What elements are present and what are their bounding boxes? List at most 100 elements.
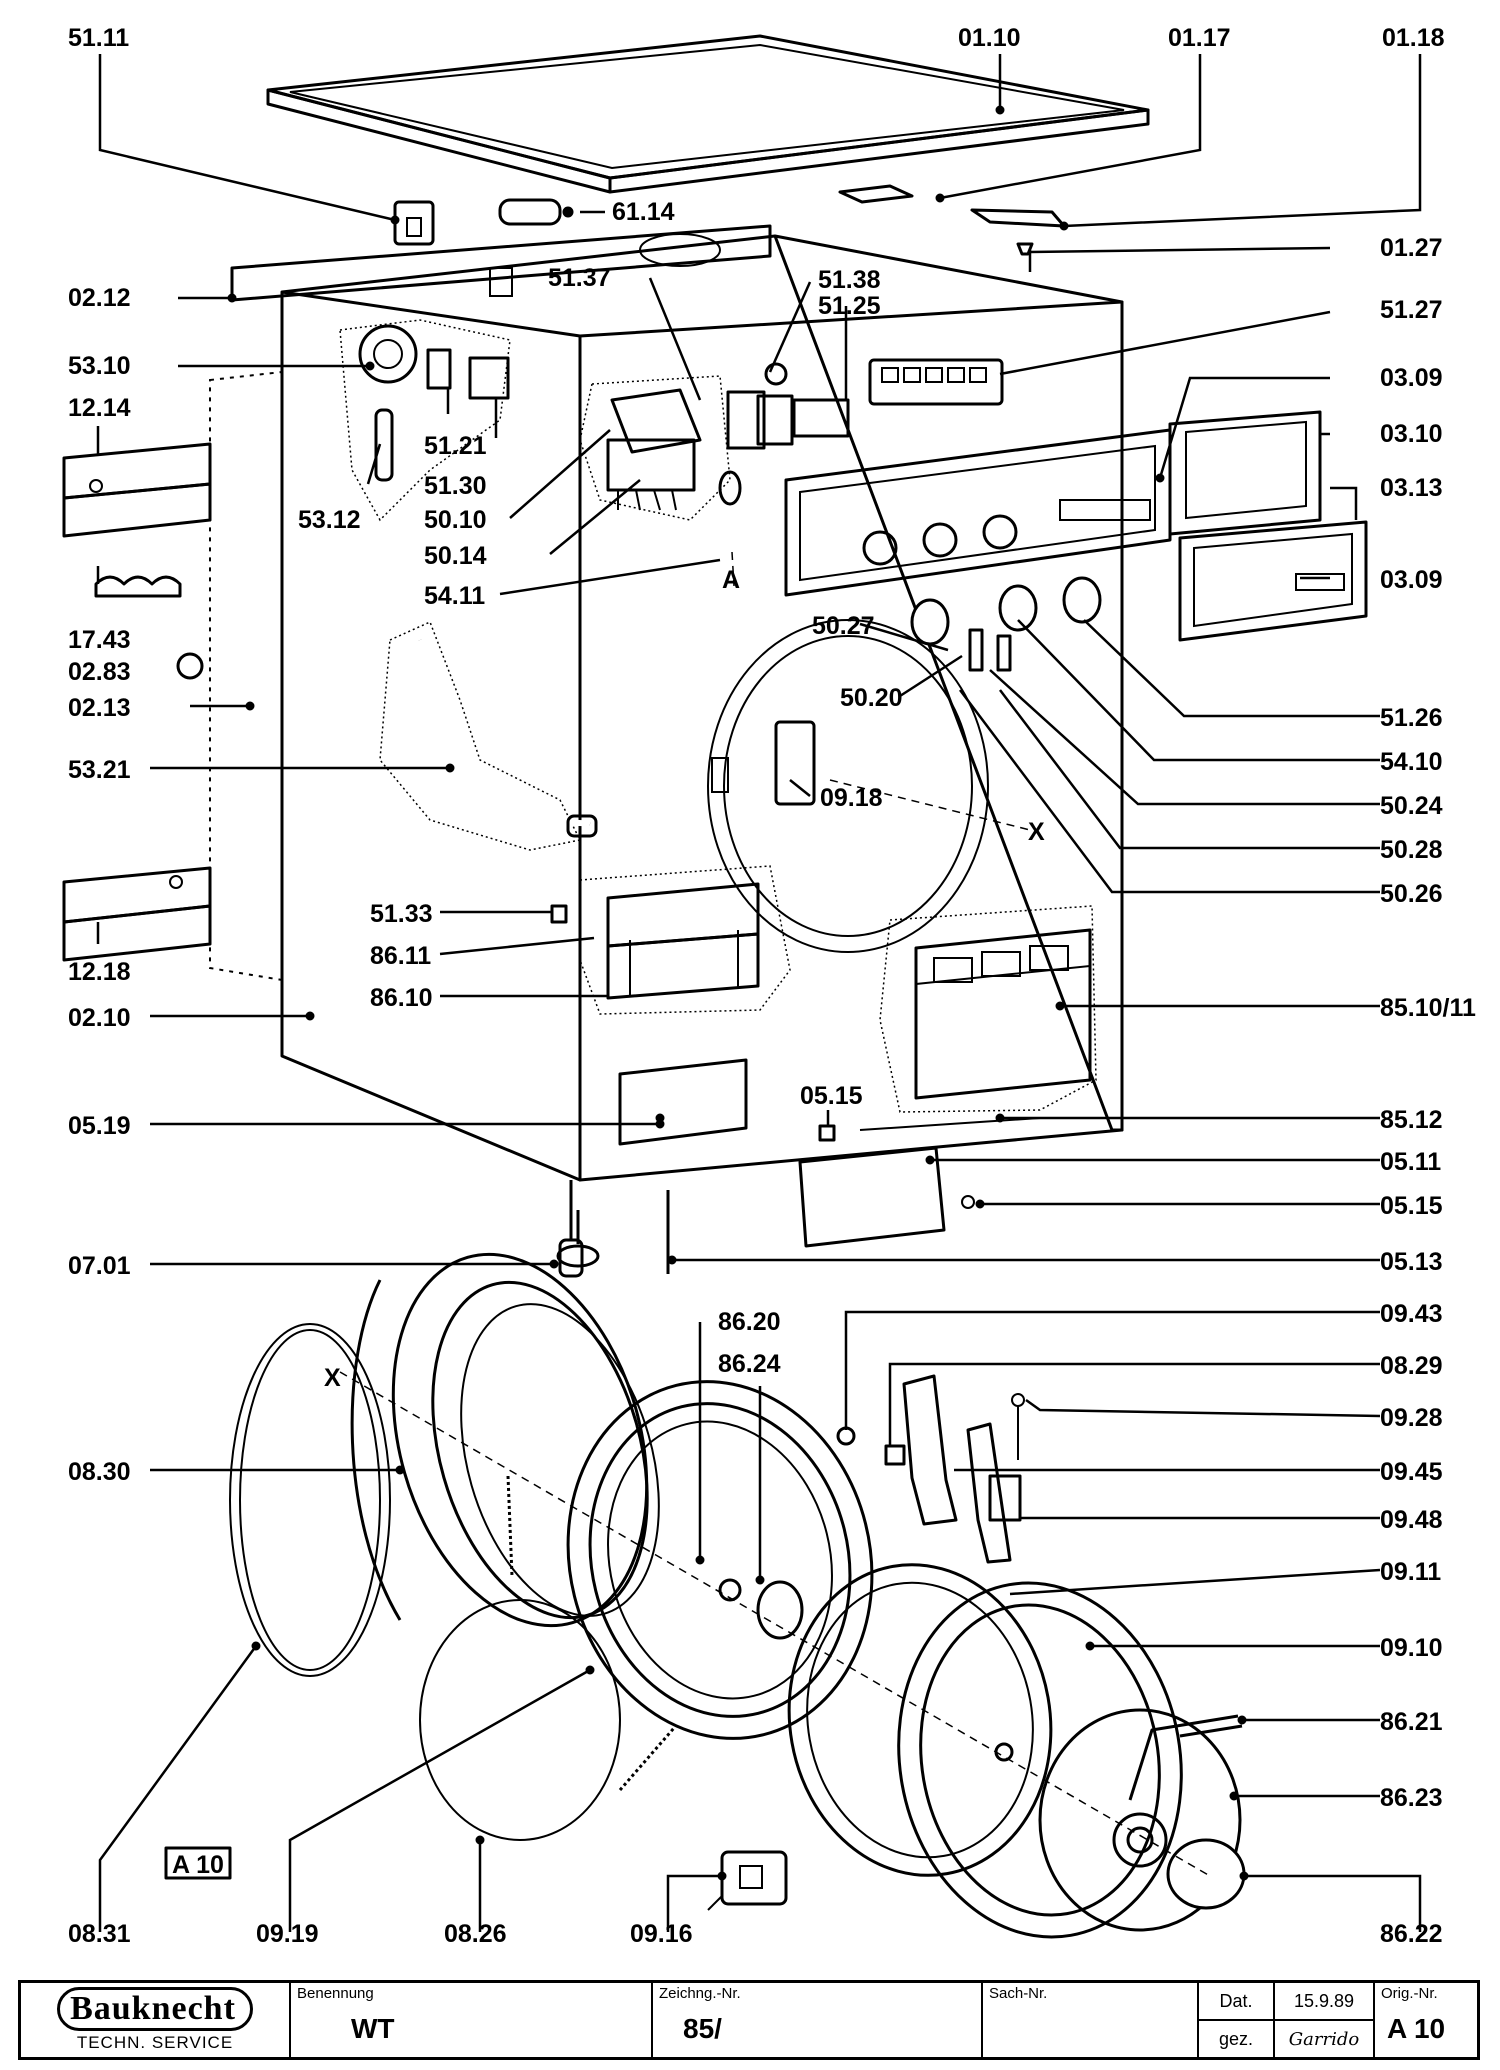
label-a10: A 10 xyxy=(172,1851,224,1879)
dat-value: 15.9.89 xyxy=(1275,1983,1373,2021)
label-50-26: 50.26 xyxy=(1380,880,1443,908)
label-86-20: 86.20 xyxy=(718,1308,781,1336)
zeichng-label: Zeichng.-Nr. xyxy=(659,1985,741,2002)
label-50-14: 50.14 xyxy=(424,542,487,570)
benennung-cell: Benennung WT xyxy=(291,1983,653,2057)
label-50-10: 50.10 xyxy=(424,506,487,534)
label-a: A xyxy=(722,566,740,594)
zeichng-value: 85/ xyxy=(683,2013,722,2044)
label-51-11: 51.11 xyxy=(68,24,129,52)
gez-value: Garrido xyxy=(1288,2028,1360,2050)
label-50-28: 50.28 xyxy=(1380,836,1443,864)
label-09-11: 09.11 xyxy=(1380,1558,1441,1586)
label-08-31: 08.31 xyxy=(68,1920,131,1948)
label-05-15-b: 05.15 xyxy=(1380,1192,1443,1220)
door-opening-drawing xyxy=(707,619,989,953)
label-05-13: 05.13 xyxy=(1380,1248,1443,1276)
label-02-12: 02.12 xyxy=(68,284,131,312)
label-07-01: 07.01 xyxy=(68,1252,131,1280)
label-05-11: 05.11 xyxy=(1380,1148,1441,1176)
label-01-18: 01.18 xyxy=(1382,24,1445,52)
label-17-43: 17.43 xyxy=(68,626,131,654)
pump-block-drawing xyxy=(879,905,1097,1113)
label-02-10: 02.10 xyxy=(68,1004,131,1032)
label-09-16: 09.16 xyxy=(630,1920,693,1948)
label-85-12: 85.12 xyxy=(1380,1106,1443,1134)
label-50-24: 50.24 xyxy=(1380,792,1443,820)
label-08-29: 08.29 xyxy=(1380,1352,1443,1380)
gez-label: gez. xyxy=(1218,2028,1254,2049)
label-51-33: 51.33 xyxy=(370,900,433,928)
label-86-24: 86.24 xyxy=(718,1350,781,1378)
label-03-10: 03.10 xyxy=(1380,420,1443,448)
label-54-10: 54.10 xyxy=(1380,748,1443,776)
label-51-26: 51.26 xyxy=(1380,704,1443,732)
label-51-25: 51.25 xyxy=(818,292,881,320)
cabinet-drawing xyxy=(209,224,1124,1182)
title-block: Bauknecht TECHN. SERVICE Benennung WT Ze… xyxy=(18,1980,1480,2060)
zeichng-cell: Zeichng.-Nr. 85/ xyxy=(653,1983,983,2057)
top-small-parts xyxy=(393,184,1066,256)
label-09-48: 09.48 xyxy=(1380,1506,1443,1534)
axis-lines xyxy=(339,551,1211,1877)
brand-subtitle: TECHN. SERVICE xyxy=(76,2033,234,2052)
label-09-43: 09.43 xyxy=(1380,1300,1443,1328)
dat-gez-labels: Dat. gez. xyxy=(1199,1983,1275,2057)
label-02-13: 02.13 xyxy=(68,694,131,722)
brand-logo: Bauknecht TECHN. SERVICE xyxy=(21,1983,291,2057)
label-01-17: 01.17 xyxy=(1168,24,1231,52)
label-86-21: 86.21 xyxy=(1380,1708,1443,1736)
label-53-21: 53.21 xyxy=(68,756,131,784)
label-08-26: 08.26 xyxy=(444,1920,507,1948)
label-86-10: 86.10 xyxy=(370,984,433,1012)
label-x-1: X xyxy=(1028,818,1045,846)
left-rails-drawing xyxy=(62,442,212,962)
drum-assembly-drawing xyxy=(229,1210,1246,1939)
brand-name: Bauknecht xyxy=(57,1987,253,2031)
label-51-27: 51.27 xyxy=(1380,296,1443,324)
label-54-11: 54.11 xyxy=(424,582,485,610)
label-86-22: 86.22 xyxy=(1380,1920,1443,1948)
hose-drawing xyxy=(379,620,598,851)
label-05-19: 05.19 xyxy=(68,1112,131,1140)
leader-dots xyxy=(227,105,1249,1881)
orig-value: A 10 xyxy=(1387,2013,1446,2044)
label-08-30: 08.30 xyxy=(68,1458,131,1486)
rear-components xyxy=(339,319,1004,522)
label-86-11: 86.11 xyxy=(370,942,431,970)
label-86-23: 86.23 xyxy=(1380,1784,1443,1812)
label-x-2: X xyxy=(324,1364,341,1392)
label-12-14: 12.14 xyxy=(68,394,131,422)
label-02-83: 02.83 xyxy=(68,658,131,686)
label-09-45: 09.45 xyxy=(1380,1458,1443,1486)
label-53-10: 53.10 xyxy=(68,352,131,380)
label-12-18: 12.18 xyxy=(68,958,131,986)
dat-label: Dat. xyxy=(1199,1983,1273,2021)
label-51-21: 51.21 xyxy=(424,432,487,460)
label-05-15-a: 05.15 xyxy=(800,1082,863,1110)
label-53-12: 53.12 xyxy=(298,506,361,534)
label-50-20: 50.20 xyxy=(840,684,903,712)
benennung-label: Benennung xyxy=(297,1985,374,2002)
part-labels: 51.11 01.10 01.17 01.18 61.14 01.27 02.1… xyxy=(68,24,1476,1948)
label-09-19: 09.19 xyxy=(256,1920,319,1948)
label-50-27: 50.27 xyxy=(812,612,875,640)
label-51-37: 51.37 xyxy=(548,264,611,292)
label-51-30: 51.30 xyxy=(424,472,487,500)
label-01-27: 01.27 xyxy=(1380,234,1443,262)
control-panel-drawing xyxy=(784,410,1368,672)
label-09-28: 09.28 xyxy=(1380,1404,1443,1432)
dat-gez-values: 15.9.89 Garrido xyxy=(1275,1983,1375,2057)
label-09-18: 09.18 xyxy=(820,784,883,812)
bottom-cabinet-items xyxy=(558,1058,975,1278)
label-61-14: 61.14 xyxy=(612,198,675,226)
sach-cell: Sach-Nr. xyxy=(983,1983,1199,2057)
label-85-10-11: 85.10/11 xyxy=(1380,994,1476,1022)
label-01-10: 01.10 xyxy=(958,24,1021,52)
label-03-09-a: 03.09 xyxy=(1380,364,1443,392)
label-03-09-b: 03.09 xyxy=(1380,566,1443,594)
transformer-drawing xyxy=(550,865,791,1015)
sach-label: Sach-Nr. xyxy=(989,1985,1048,2002)
orig-cell: Orig.-Nr. A 10 xyxy=(1375,1983,1477,2057)
